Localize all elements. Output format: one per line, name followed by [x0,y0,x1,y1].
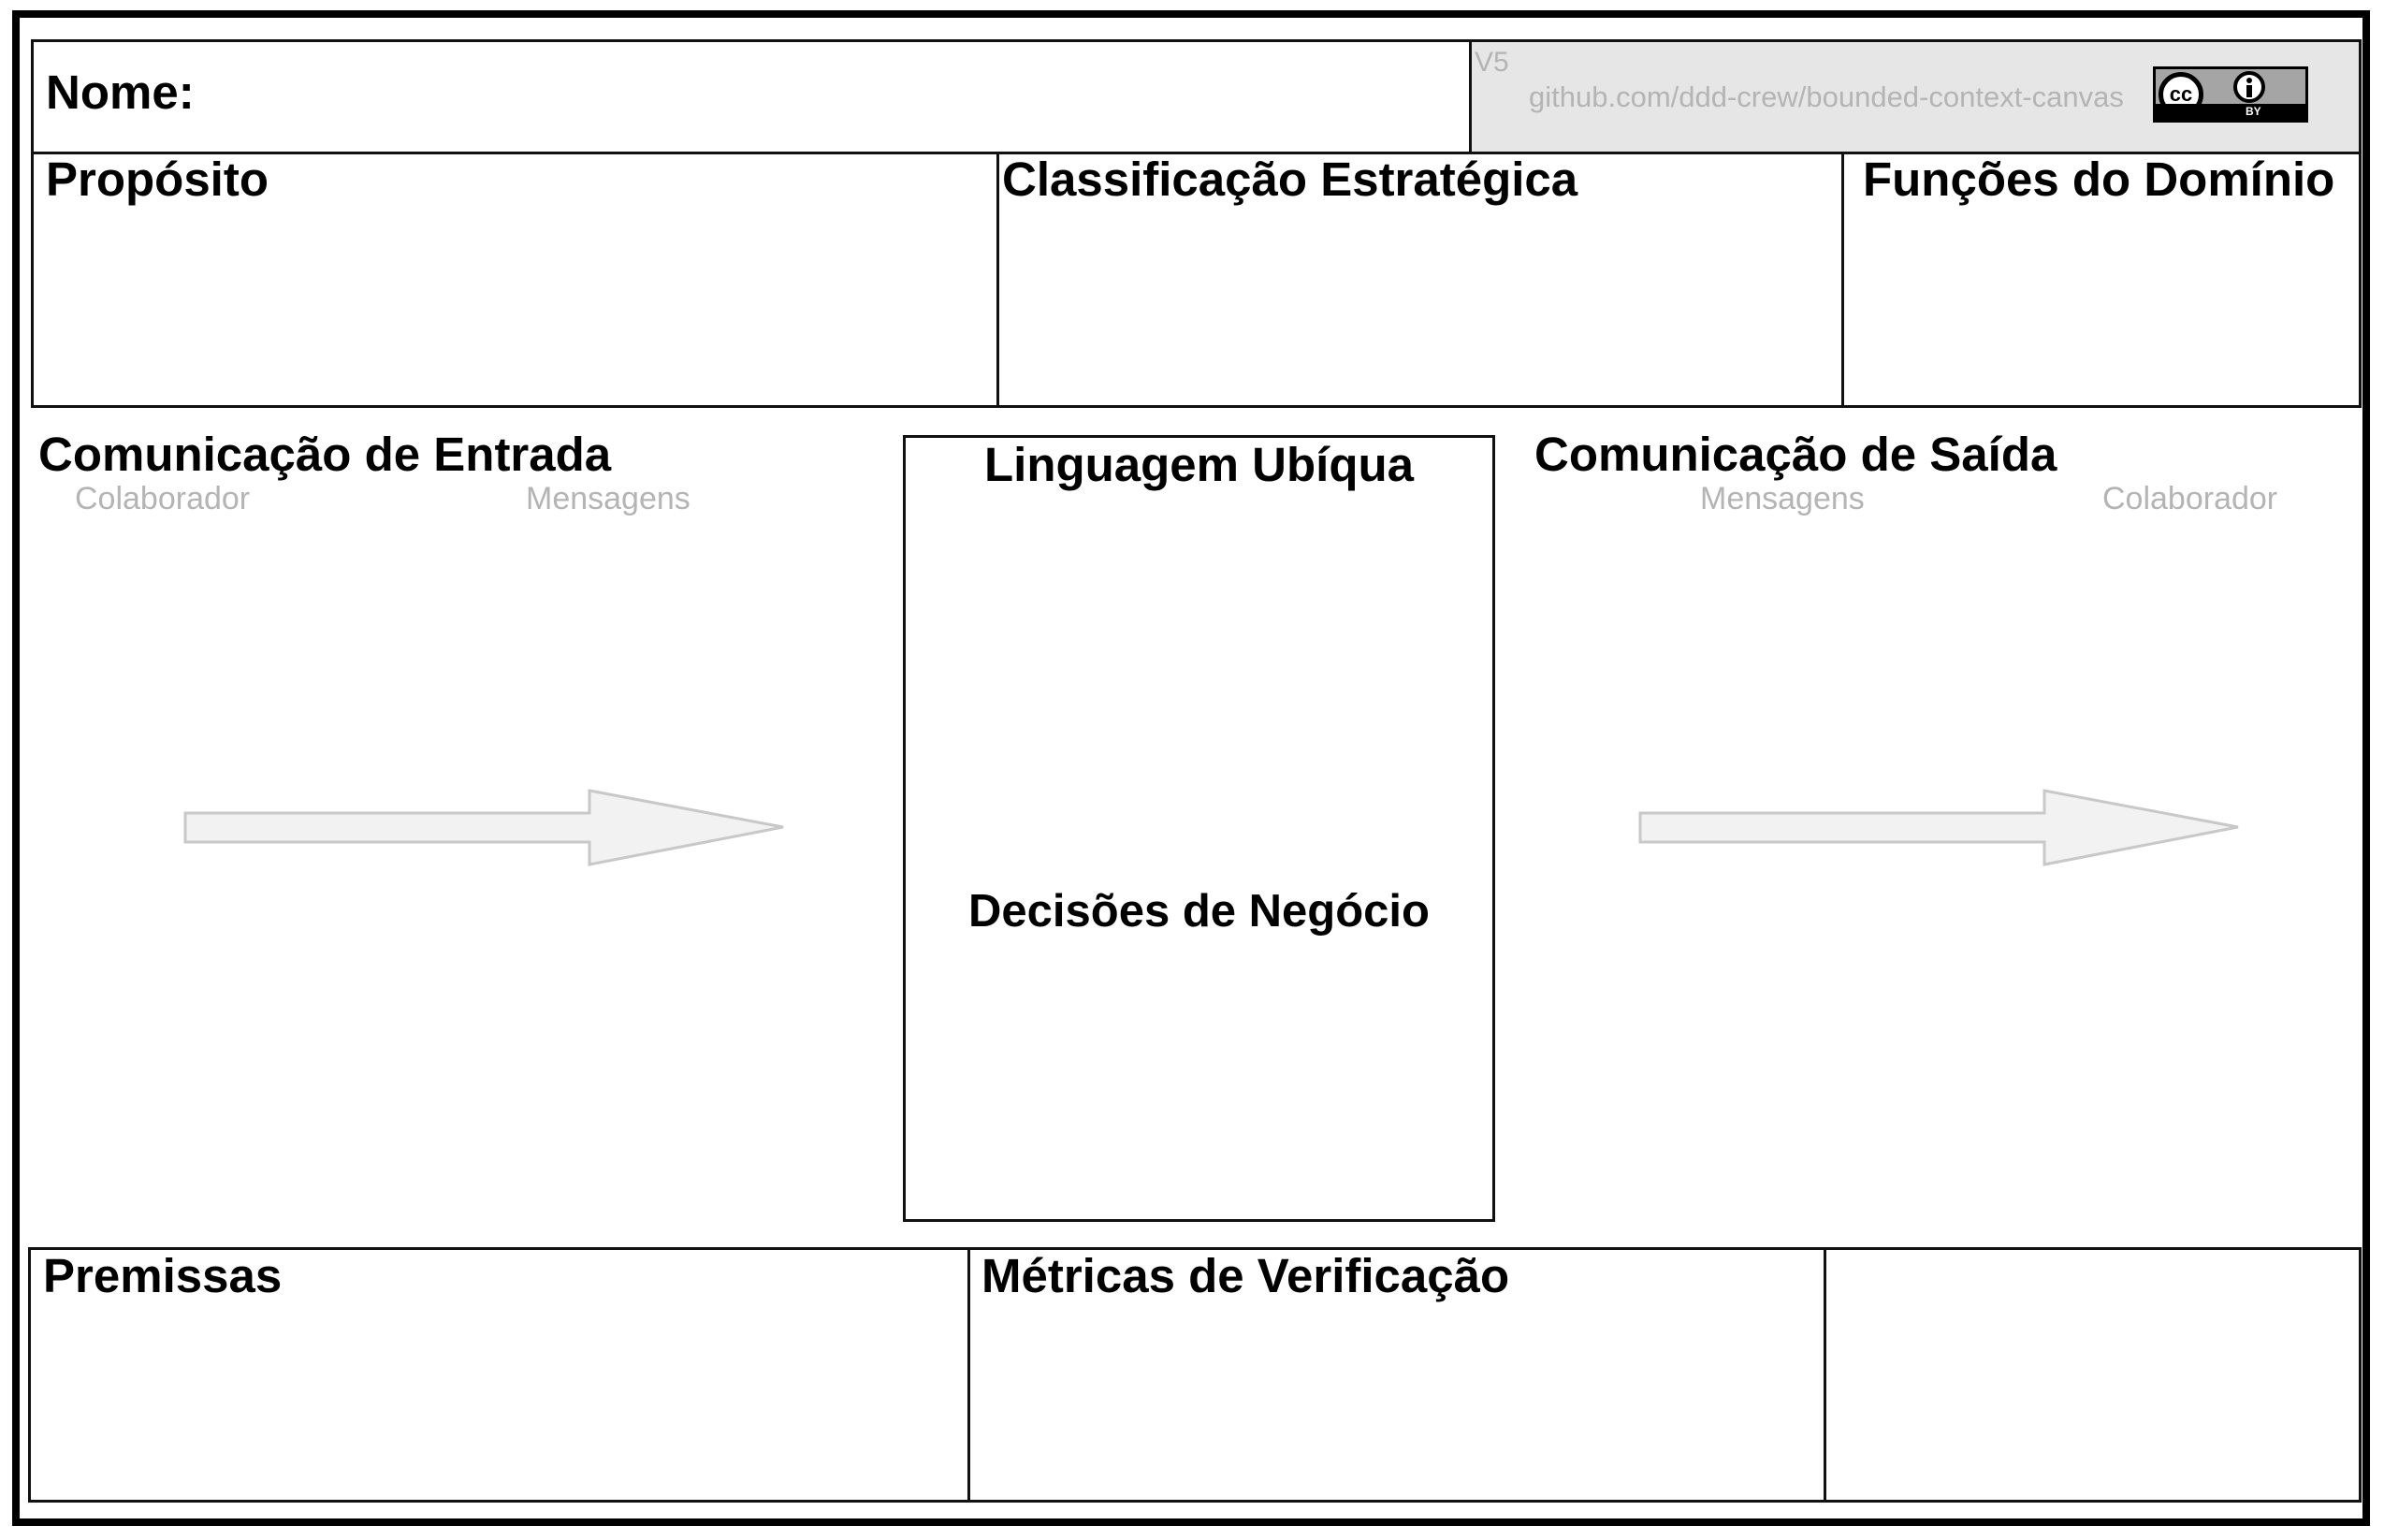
name-box[interactable] [31,39,1472,154]
verification-metrics-title: Métricas de Verificação [981,1249,1510,1302]
domain-roles-box[interactable] [1841,152,2362,408]
version-label: V5 [1475,47,1509,78]
verification-metrics-box[interactable] [967,1247,1826,1503]
outbound-communication-title: Comunicação de Saída [1534,428,2057,481]
inbound-collaborator-label: Colaborador [75,481,251,516]
arrow-right-icon [183,789,784,866]
domain-roles-title: Funções do Domínio [1863,153,2335,206]
license-by-label: BY [2246,105,2261,118]
ubiquitous-language-title: Linguagem Ubíqua [984,438,1414,491]
license-bar [2156,104,2305,120]
ubiquitous-language-box[interactable] [903,435,1495,1222]
strategic-classification-title: Classificação Estratégica [1002,153,1578,206]
attribution-icon [2233,71,2265,103]
inbound-messages-label: Mensagens [526,481,690,516]
outbound-collaborator-label: Colaborador [2102,481,2278,516]
arrow-right-icon [1638,789,2239,866]
purpose-box[interactable] [31,152,999,408]
assumptions-box[interactable] [28,1247,970,1503]
assumptions-title: Premissas [43,1249,283,1302]
business-decisions-title: Decisões de Negócio [968,886,1430,937]
inbound-communication-title: Comunicação de Entrada [38,428,612,481]
open-questions-box[interactable] [1824,1247,2362,1503]
cc-by-license-badge: cc BY [2153,66,2308,123]
name-label: Nome: [46,65,195,119]
strategic-classification-box[interactable] [996,152,1844,408]
purpose-title: Propósito [46,153,269,206]
outbound-messages-label: Mensagens [1700,481,1865,516]
source-url[interactable]: github.com/ddd-crew/bounded-context-canv… [1529,80,2124,113]
